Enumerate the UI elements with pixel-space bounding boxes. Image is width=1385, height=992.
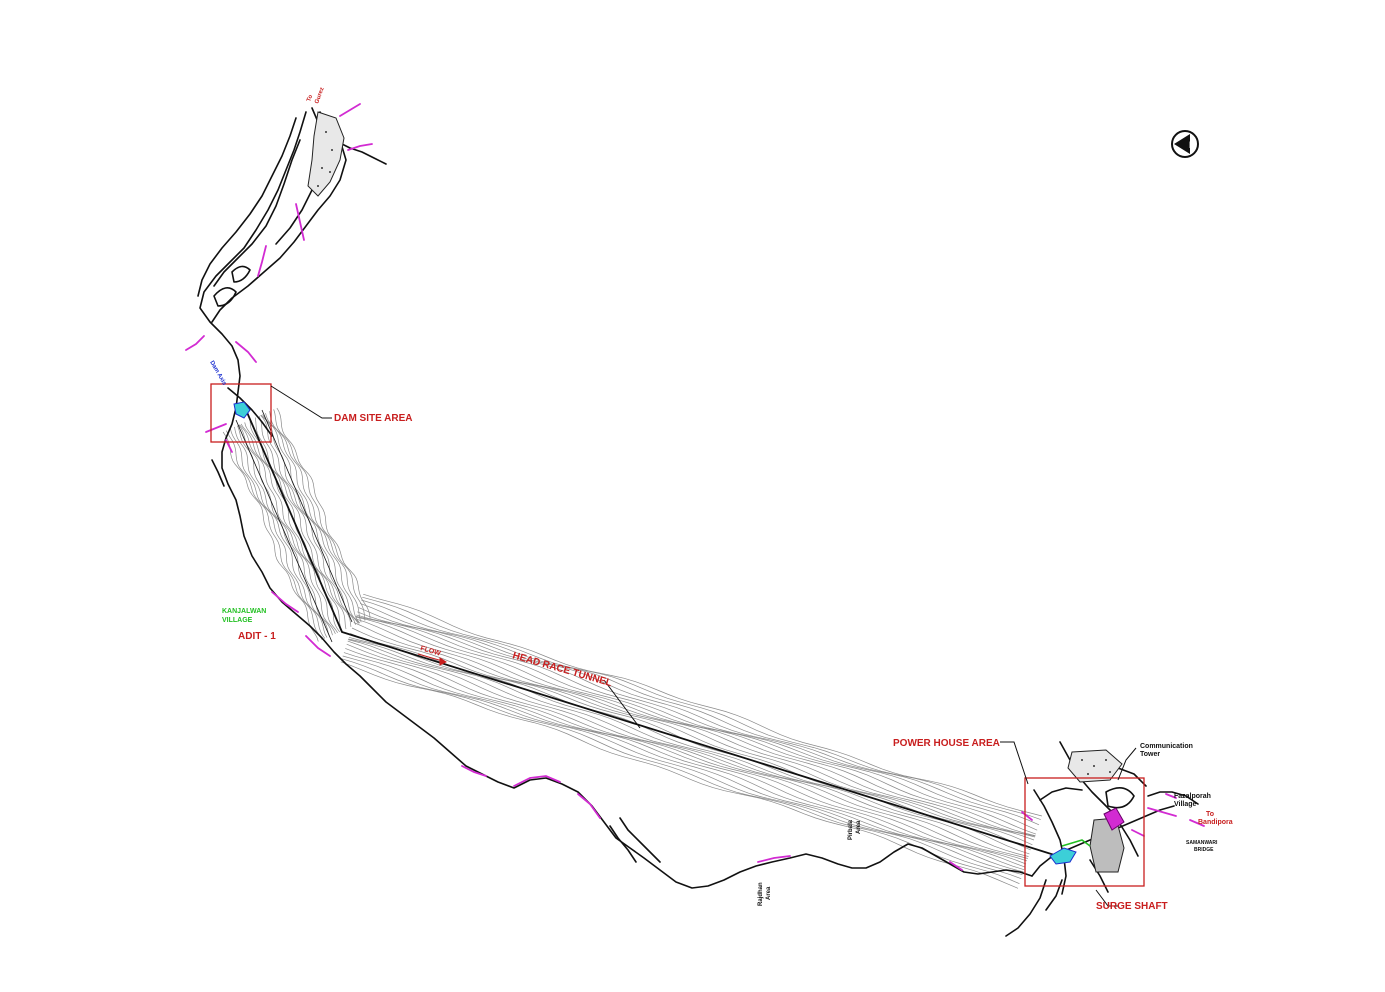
- contour-line: [342, 655, 1022, 880]
- contour-line: [359, 603, 1038, 831]
- contour-line: [355, 616, 1036, 838]
- village-dots: [317, 131, 1111, 775]
- label-fazalporah-1: Fazalporah: [1174, 793, 1211, 800]
- label-rajdhan-2: Area: [766, 886, 772, 900]
- label-communication-2: Tower: [1140, 751, 1160, 758]
- contour-line: [363, 593, 1042, 817]
- contour-line: [222, 431, 319, 642]
- north-arrow-icon: N: [1171, 130, 1199, 158]
- contour-line: [230, 428, 326, 639]
- contour-line: [273, 409, 366, 621]
- contour-line: [240, 423, 338, 633]
- contour-line: [341, 658, 1020, 885]
- label-pirbala-1: Pirbala: [848, 819, 854, 840]
- contour-line: [356, 614, 1036, 837]
- contour-line: [340, 661, 1019, 889]
- label-dam-site-area: DAM SITE AREA: [334, 413, 413, 424]
- contour-line: [225, 430, 323, 640]
- contour-line: [355, 616, 1035, 841]
- contour-line: [354, 618, 1033, 846]
- label-fazalporah-2: Village: [1174, 801, 1197, 808]
- contour-line: [348, 639, 1027, 865]
- label-adit-1: ADIT - 1: [238, 631, 276, 642]
- contour-line: [258, 415, 352, 627]
- contour-line: [347, 640, 1026, 868]
- label-rajdhan-1: Rajdhan: [758, 882, 764, 906]
- label-bridge-2: BRIDGE: [1194, 847, 1214, 853]
- head-race-tunnel-line: [245, 409, 1065, 859]
- road-network: [185, 103, 1205, 871]
- contour-line: [276, 407, 371, 619]
- contour-line: [362, 596, 1041, 820]
- label-surge-shaft: SURGE SHAFT: [1096, 901, 1168, 912]
- power-house-box: [1024, 777, 1145, 887]
- contour-line: [234, 426, 328, 638]
- label-to-bandipora-2: Bandipora: [1198, 819, 1233, 826]
- contour-line: [358, 607, 1037, 835]
- label-to-gurez-1: To: [306, 94, 314, 103]
- contour-line: [357, 611, 1036, 837]
- label-dam-axis: Dam Axis: [208, 360, 227, 387]
- label-pirbala-2: Area: [856, 820, 862, 834]
- leader-lines: [270, 385, 1137, 907]
- contour-line: [346, 643, 1025, 871]
- contour-line: [348, 636, 1028, 859]
- contour-line: [343, 652, 1023, 876]
- dam-site-box: [210, 383, 272, 443]
- flow-arrow: [417, 653, 447, 666]
- tunnel-shading: [235, 409, 353, 643]
- label-to-gurez-2: Gurez: [314, 87, 325, 105]
- water-features: [233, 401, 1125, 865]
- north-arrow-letter: N: [1189, 140, 1196, 150]
- contour-line: [348, 638, 1028, 862]
- label-kanjalwan-2: VILLAGE: [222, 617, 253, 624]
- river-valley-network: [197, 107, 1199, 937]
- label-power-house-area: POWER HOUSE AREA: [893, 738, 1000, 749]
- contour-band: [222, 407, 1042, 889]
- contour-line: [269, 411, 362, 623]
- contour-line: [361, 599, 1040, 826]
- contour-line: [265, 413, 360, 624]
- contour-line: [254, 417, 347, 630]
- label-bridge-1: SAMANWARI: [1186, 840, 1218, 846]
- label-to-bandipora-1: To: [1206, 811, 1214, 818]
- label-communication-1: Communication: [1140, 743, 1193, 750]
- label-kanjalwan-1: KANJALWAN: [222, 608, 266, 615]
- contour-line: [239, 424, 336, 634]
- contour-line: [238, 424, 333, 636]
- contour-line: [260, 414, 359, 624]
- contour-line: [345, 648, 1024, 873]
